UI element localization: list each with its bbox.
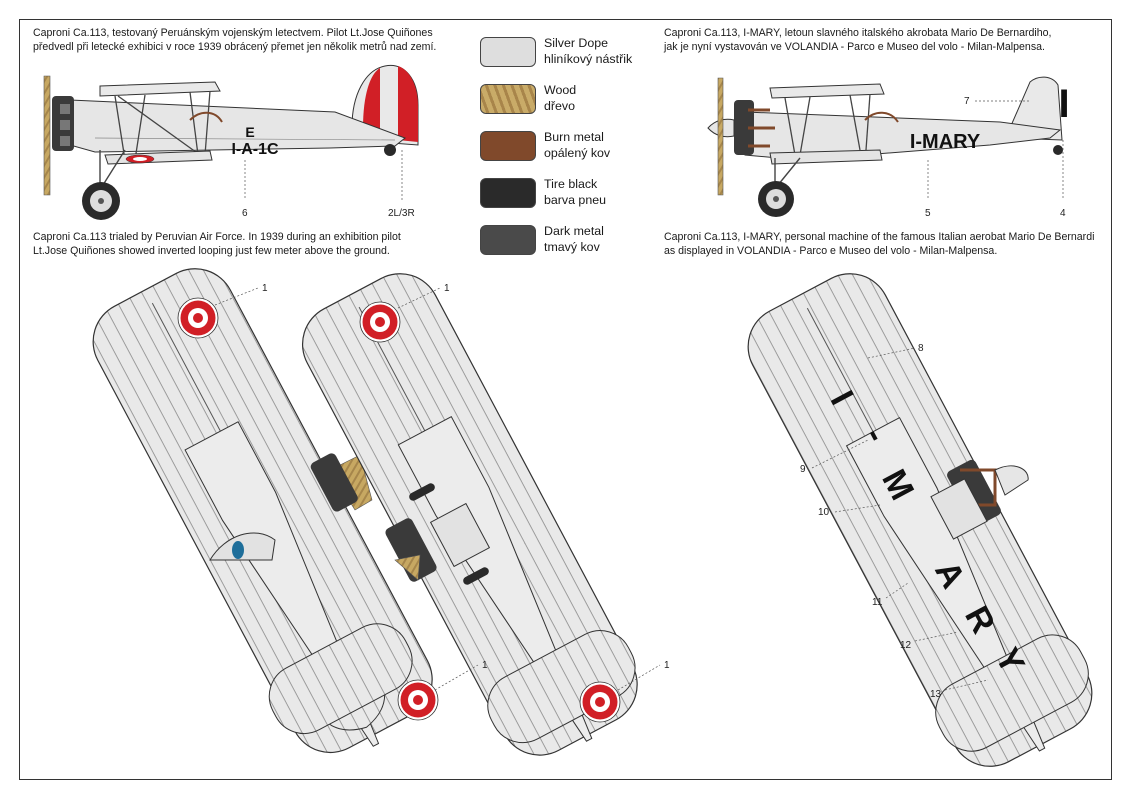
legend-label-en: Silver Dope xyxy=(544,36,609,50)
side-view-mary: I I-MARY 7 5 4 xyxy=(707,76,1070,219)
caption-peru-english: Caproni Ca.113 trialed by Peruvian Air F… xyxy=(33,231,401,258)
callout-number: 8 xyxy=(918,343,924,354)
legend-label-en: Dark metal xyxy=(544,224,604,238)
callout-number: 5 xyxy=(925,208,931,219)
plan-view-peru-1 xyxy=(92,268,433,754)
peru-plan1-details xyxy=(177,297,439,721)
legend-label-cz: barva pneu xyxy=(544,192,607,207)
swatch-silver-dope xyxy=(480,37,536,67)
caption-peru-czech: Caproni Ca.113, testovaný Peruánským voj… xyxy=(33,27,436,54)
callout-number: 12 xyxy=(900,640,912,651)
callout-number: 1 xyxy=(482,660,488,671)
sheet-border xyxy=(19,19,1112,780)
peru-fuselage xyxy=(69,99,407,153)
legend-label: Burn metal opálený kov xyxy=(544,130,610,161)
caption-line: Lt.Jose Quiñones showed inverted looping… xyxy=(33,244,390,257)
callout-number: 2L/3R xyxy=(388,208,415,219)
legend-label-cz: opálený kov xyxy=(544,145,611,160)
mary-propeller xyxy=(717,77,724,196)
peru-propeller xyxy=(43,75,51,196)
legend-label-en: Tire black xyxy=(544,177,598,191)
mary-registration: I-MARY xyxy=(910,131,981,153)
peru-struts xyxy=(114,90,211,161)
callout-number: 10 xyxy=(818,507,830,518)
legend-item-burn-metal: Burn metal opálený kov xyxy=(480,130,660,170)
mary-plan-details xyxy=(930,459,1029,540)
callout-number: 1 xyxy=(262,283,268,294)
caption-mary-english: Caproni Ca.113, I-MARY, personal machine… xyxy=(664,231,1094,258)
peru-code: I-A-1C xyxy=(231,141,279,158)
caption-line: jak je nyní vystavován ve VOLANDIA - Par… xyxy=(664,40,1045,53)
mary-lower-wing xyxy=(769,149,883,165)
caption-line: as displayed in VOLANDIA - Parco e Museo… xyxy=(664,244,998,257)
mary-engine xyxy=(734,100,754,155)
legend-label-cz: hliníkový nástřik xyxy=(544,51,633,66)
caption-line: Caproni Ca.113, testovaný Peruánským voj… xyxy=(33,27,433,39)
plan-view-mary xyxy=(747,273,1093,767)
swatch-burn-metal xyxy=(480,131,536,161)
callout-number: 11 xyxy=(872,597,883,608)
legend-label-en: Wood xyxy=(544,83,577,97)
peru-plan2-details xyxy=(359,301,621,723)
legend-label-cz: tmavý kov xyxy=(544,239,600,254)
swatch-dark-metal xyxy=(480,225,536,255)
peru-code-letter: E xyxy=(245,124,254,140)
mary-tail-fin xyxy=(1009,76,1063,141)
legend-label-cz: dřevo xyxy=(544,98,575,113)
callout-number: 4 xyxy=(1060,208,1066,219)
callout-number: 9 xyxy=(800,464,806,475)
legend-item-tire-black: Tire black barva pneu xyxy=(480,177,660,217)
legend-label-en: Burn metal xyxy=(544,130,604,144)
legend-item-dark-metal: Dark metal tmavý kov xyxy=(480,224,660,264)
peru-undercarriage xyxy=(99,149,126,186)
legend-item-silver-dope: Silver Dope hliníkový nástřik xyxy=(480,36,660,76)
callout-number: 1 xyxy=(664,660,670,671)
callout-number: 1 xyxy=(444,283,450,294)
legend-label: Dark metal tmavý kov xyxy=(544,224,604,255)
swatch-tire-black xyxy=(480,178,536,208)
legend-label: Wood dřevo xyxy=(544,83,576,114)
callout-number: 6 xyxy=(242,208,248,219)
caption-line: Caproni Ca.113, I-MARY, personal machine… xyxy=(664,231,1095,243)
caption-line: Caproni Ca.113 trialed by Peruvian Air F… xyxy=(33,231,401,243)
mary-upper-wing xyxy=(769,83,885,99)
caption-line: předvedl při letecké exhibici v roce 193… xyxy=(33,40,437,53)
caption-mary-czech: Caproni Ca.113, I-MARY, letoun slavného … xyxy=(664,27,1051,54)
callout-number: 7 xyxy=(964,96,970,107)
plan-callout-lines xyxy=(214,287,989,691)
mary-fuselage xyxy=(744,111,1062,161)
caption-line: Caproni Ca.113, I-MARY, letoun slavného … xyxy=(664,27,1052,39)
side-view-peru: E I-A-1C 6 2L/3R xyxy=(43,64,419,220)
peru-upper-wing xyxy=(99,81,221,97)
callout-number: 13 xyxy=(930,689,942,700)
legend-label: Tire black barva pneu xyxy=(544,177,606,208)
mary-struts xyxy=(784,93,871,156)
legend-label: Silver Dope hliníkový nástřik xyxy=(544,36,632,67)
swatch-wood xyxy=(480,84,536,114)
mary-tail-letter: I xyxy=(1058,82,1069,126)
peru-cockpit xyxy=(189,111,223,123)
legend-item-wood: Wood dřevo xyxy=(480,83,660,123)
